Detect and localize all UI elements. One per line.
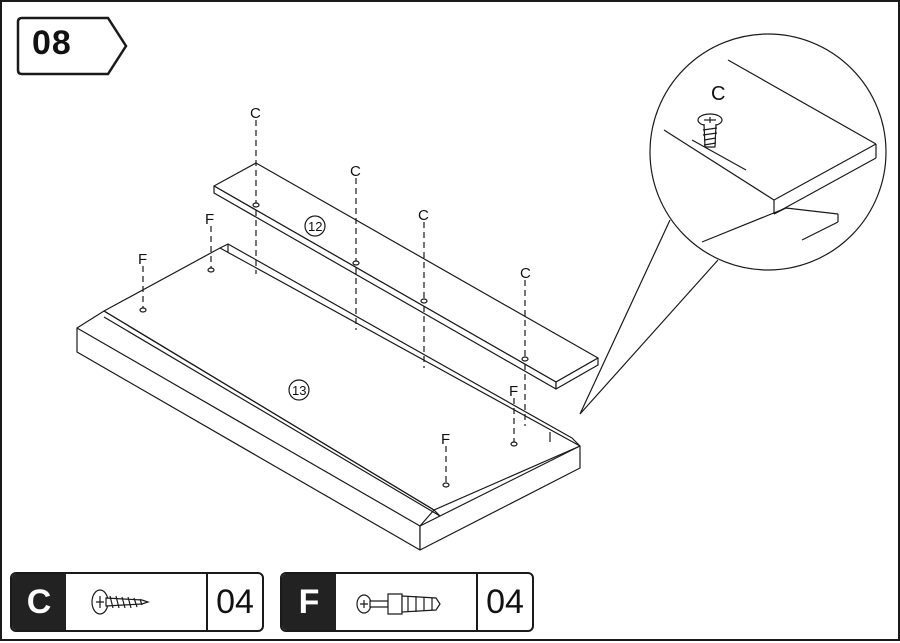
hardware-f-quantity: 04 — [486, 582, 524, 621]
dowel-f-guides — [142, 226, 515, 484]
label-c-2: C — [350, 163, 361, 180]
step-number: 08 — [32, 24, 72, 62]
hardware-c-box: C 04 — [10, 572, 264, 632]
panel-13-top-face — [103, 247, 581, 511]
diagram-labels: C C C C C F F F F 12 13 — [138, 83, 725, 448]
hardware-f-letter: F — [282, 574, 336, 630]
panel-13-back-groove — [219, 243, 581, 447]
label-f-1: F — [138, 251, 147, 268]
screw-c-guides — [255, 120, 526, 426]
step-badge — [16, 16, 128, 76]
detail-callout-pointer — [579, 219, 719, 415]
panel-13-side-face — [419, 445, 581, 551]
detail-view — [663, 59, 877, 243]
label-c-3: C — [418, 207, 429, 224]
cam-dowel-icon — [336, 574, 478, 630]
hardware-c-letter: C — [12, 574, 66, 630]
label-f-4: F — [441, 431, 450, 448]
label-c-1: C — [250, 105, 261, 122]
part-13-circle — [288, 379, 310, 401]
label-f-3: F — [509, 383, 518, 400]
part-12-label: 12 — [308, 219, 322, 234]
part-12-circle — [304, 215, 326, 237]
detail-circle — [649, 33, 887, 271]
panel-12-side-face — [555, 357, 599, 390]
hardware-f-box: F 04 — [280, 572, 534, 632]
label-f-2: F — [205, 211, 214, 228]
panel-holes — [139, 202, 529, 488]
detail-screw-icon — [697, 113, 723, 148]
label-c-detail: C — [711, 83, 725, 105]
panel-13-front-lip — [76, 310, 435, 527]
screw-icon — [66, 574, 208, 630]
hardware-c-quantity: 04 — [216, 582, 254, 621]
part-13-label: 13 — [292, 383, 306, 398]
label-c-4: C — [520, 265, 531, 282]
